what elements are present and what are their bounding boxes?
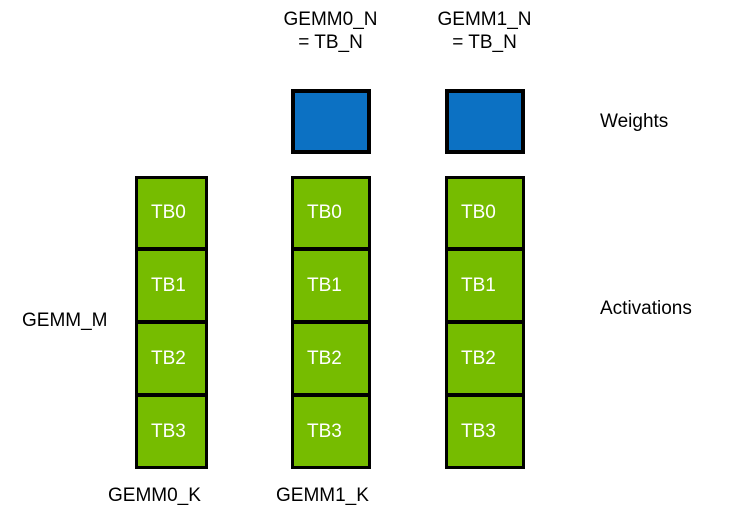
gemm0-k-label: GEMM0_K xyxy=(108,485,201,506)
activation-cell: TB0 xyxy=(135,176,208,250)
gemm1-k-label: GEMM1_K xyxy=(276,485,369,506)
gemm1-weight-block xyxy=(445,89,525,154)
activation-cell: TB3 xyxy=(135,395,208,469)
weights-row-label: Weights xyxy=(600,111,669,132)
activation-cell: TB2 xyxy=(445,322,525,396)
activation-column-2: TB0 TB1 TB2 TB3 xyxy=(445,176,525,469)
activations-row-label: Activations xyxy=(600,298,692,319)
activation-cell: TB1 xyxy=(291,249,371,323)
activation-cell: TB0 xyxy=(291,176,371,250)
activation-cell: TB0 xyxy=(445,176,525,250)
activation-cell: TB1 xyxy=(445,249,525,323)
activation-cell: TB2 xyxy=(135,322,208,396)
gemm1-n-label: GEMM1_N = TB_N xyxy=(437,9,532,53)
activation-column-0: TB0 TB1 TB2 TB3 xyxy=(135,176,208,469)
activation-cell: TB3 xyxy=(291,395,371,469)
gemm0-weight-block xyxy=(291,89,371,154)
activation-cell: TB2 xyxy=(291,322,371,396)
gemm-m-label: GEMM_M xyxy=(22,310,108,331)
activation-cell: TB3 xyxy=(445,395,525,469)
activation-column-1: TB0 TB1 TB2 TB3 xyxy=(291,176,371,469)
gemm0-n-label: GEMM0_N = TB_N xyxy=(283,9,378,53)
activation-cell: TB1 xyxy=(135,249,208,323)
